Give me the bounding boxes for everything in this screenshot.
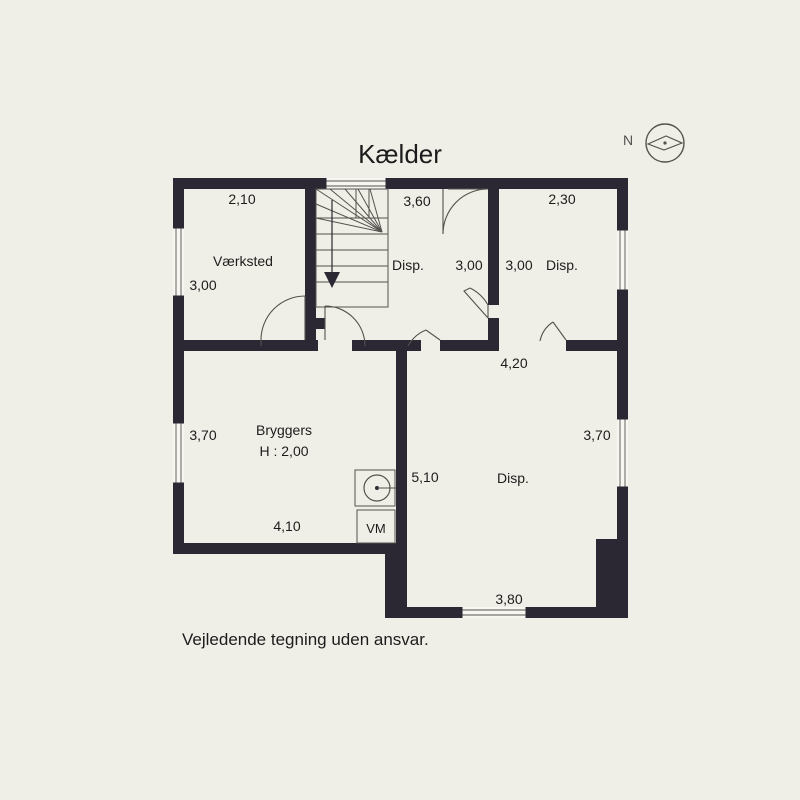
- wall-interior-vaerksted-bottom: [173, 340, 318, 351]
- wall-exterior-right: [617, 178, 628, 618]
- window-bryggers-left: [173, 422, 184, 484]
- wall-stub-disp-top: [407, 340, 421, 351]
- door-disp-top: [442, 188, 489, 235]
- door-hall-right: [407, 329, 441, 347]
- dim-bryggers-height: 3,70: [189, 427, 216, 443]
- room-label-vaerksted: Værksted: [213, 253, 273, 269]
- wall-interior-hall-bottom-left: [352, 340, 396, 351]
- wall-exterior-top: [173, 178, 628, 189]
- dim-disp-bottom-bottom: 3,80: [495, 591, 522, 607]
- dim-disp-bottom-left: 5,10: [411, 469, 438, 485]
- page-title: Kælder: [358, 139, 442, 169]
- window-top-stairs: [325, 178, 387, 189]
- window-disp-bottom: [461, 607, 527, 618]
- compass-north-label: N: [623, 132, 633, 148]
- room-label-disp-top-mid: Disp.: [392, 257, 424, 273]
- room-label-bryggers-height: H : 2,00: [259, 443, 308, 459]
- fixture-group: VM: [354, 469, 396, 544]
- compass-needle-icon: [646, 135, 684, 151]
- compass-rose: N: [623, 123, 685, 163]
- dim-vaerksted-height: 3,00: [189, 277, 216, 293]
- structural-block: [596, 539, 628, 618]
- door-vaerksted: [260, 295, 306, 346]
- dim-mid-left-depth: 3,00: [455, 257, 482, 273]
- stair-outline: [315, 188, 389, 308]
- washing-machine-label: VM: [366, 521, 386, 536]
- dimension-label-group: 2,10 3,00 3,60 3,00 3,00 2,30 4,20 3,70 …: [189, 191, 610, 607]
- wall-exterior-bottom-left: [173, 543, 396, 554]
- door-right-room: [539, 321, 567, 342]
- wall-interior-vaerksted-right: [305, 189, 316, 341]
- room-label-disp-bottom: Disp.: [497, 470, 529, 486]
- wall-exterior-left: [173, 178, 184, 554]
- wall-interior-disp-divider-lower: [488, 318, 499, 351]
- wall-interior-disp-divider: [488, 189, 499, 305]
- dim-bryggers-width: 4,10: [273, 518, 300, 534]
- wall-interior-right-room-bottom: [566, 340, 628, 351]
- wall-stub-stairhall: [305, 318, 325, 329]
- disclaimer-text: Vejledende tegning uden ansvar.: [182, 630, 429, 649]
- wall-interior-disp-left: [396, 340, 407, 618]
- dim-disp-bottom-right: 3,70: [583, 427, 610, 443]
- dim-vaerksted-width: 2,10: [228, 191, 255, 207]
- staircase: [315, 188, 389, 308]
- dim-disp-top-right-width: 2,30: [548, 191, 575, 207]
- compass-center-dot: [663, 141, 667, 145]
- dim-disp-bottom-top: 4,20: [500, 355, 527, 371]
- dim-mid-right-depth: 3,00: [505, 257, 532, 273]
- wall-interior-hall-bottom-right: [440, 340, 499, 351]
- stair-down-arrow-icon: [324, 272, 340, 288]
- window-disp-right-upper: [617, 229, 628, 291]
- door-disp-divider: [463, 287, 489, 319]
- room-label-bryggers: Bryggers: [256, 422, 312, 438]
- window-disp-right-lower: [617, 418, 628, 488]
- window-group: [173, 178, 628, 618]
- wall-exterior-wing-left: [385, 543, 396, 618]
- washing-machine-fixture: VM: [356, 509, 396, 544]
- compass-circle: [645, 123, 685, 163]
- room-label-disp-top-right: Disp.: [546, 257, 578, 273]
- dim-stair-top: 3,60: [403, 193, 430, 209]
- floor-drain-icon: [354, 469, 396, 507]
- window-vaerksted-left: [173, 227, 184, 297]
- room-label-group: Værksted Disp. Disp. Bryggers H : 2,00 D…: [213, 253, 578, 486]
